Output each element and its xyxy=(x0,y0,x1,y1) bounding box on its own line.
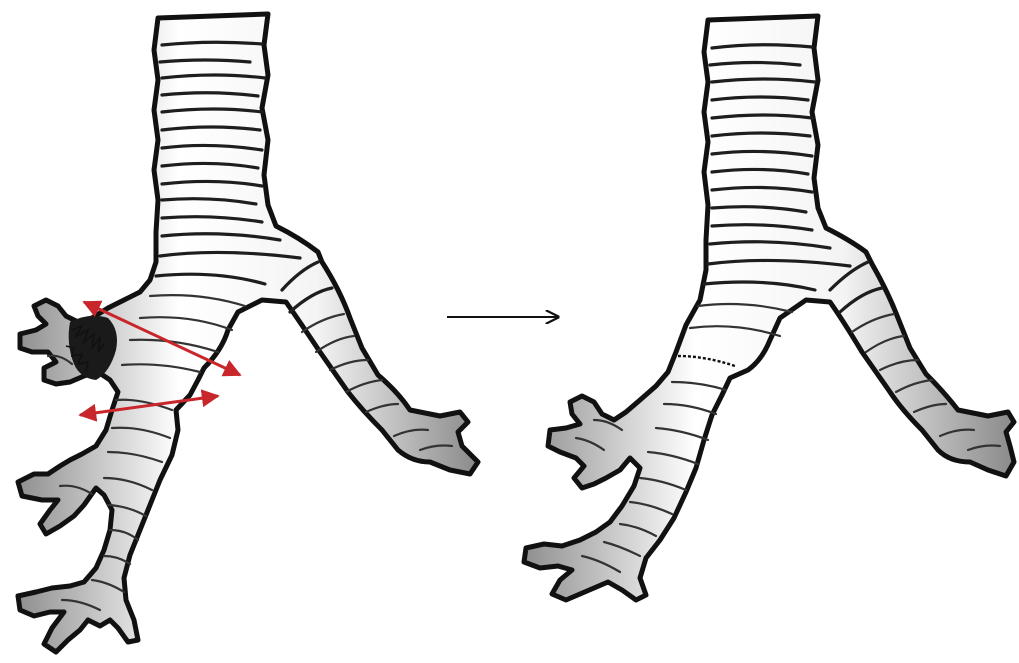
trachea-after xyxy=(524,16,1014,600)
before-panel xyxy=(18,14,478,652)
after-panel xyxy=(524,16,1014,600)
